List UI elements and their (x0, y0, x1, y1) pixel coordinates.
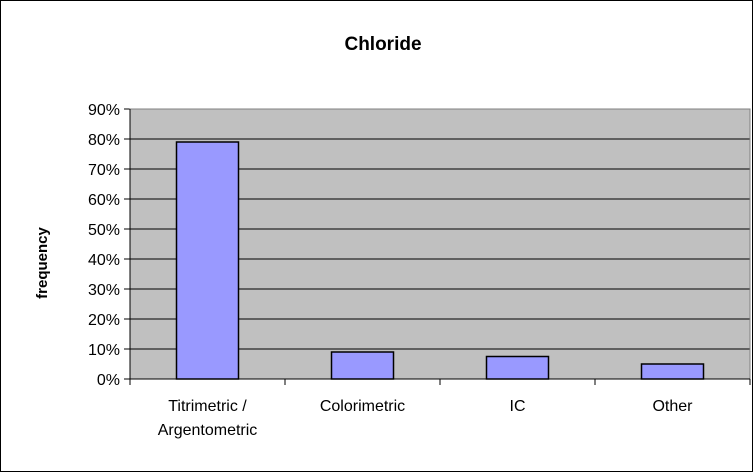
x-category-label-line: Other (652, 398, 693, 415)
y-axis-label: frequency (34, 227, 51, 299)
y-tick-label: 30% (88, 282, 120, 299)
y-tick-label: 60% (88, 192, 120, 209)
x-category-label-line: Colorimetric (320, 398, 405, 415)
x-category-label-line: Titrimetric / (168, 398, 247, 415)
x-category-label: IC (510, 398, 526, 415)
x-category-label: Colorimetric (320, 398, 405, 415)
bar (175, 141, 240, 380)
x-category-label-line: Argentometric (158, 422, 258, 439)
chart-title: Chloride (344, 34, 421, 55)
bar (330, 351, 395, 380)
x-category-label: Other (652, 398, 693, 415)
y-tick-label: 40% (88, 252, 120, 269)
y-tick-label: 80% (88, 132, 120, 149)
x-category-label: Titrimetric / Argentometric (158, 398, 258, 439)
y-tick-label: 10% (88, 342, 120, 359)
x-category-label-line: IC (510, 398, 526, 415)
plot-area-group: 0% 10% 20% 30% 40% 50% 60% 70% 80% 90% Titrimetric… (88, 102, 751, 439)
bar (485, 355, 550, 380)
y-tick-label: 70% (88, 162, 120, 179)
y-tick-label: 0% (97, 372, 120, 389)
bar (640, 363, 705, 380)
y-tick-label: 90% (88, 102, 120, 119)
y-tick-label: 50% (88, 222, 120, 239)
y-tick-label: 20% (88, 312, 120, 329)
